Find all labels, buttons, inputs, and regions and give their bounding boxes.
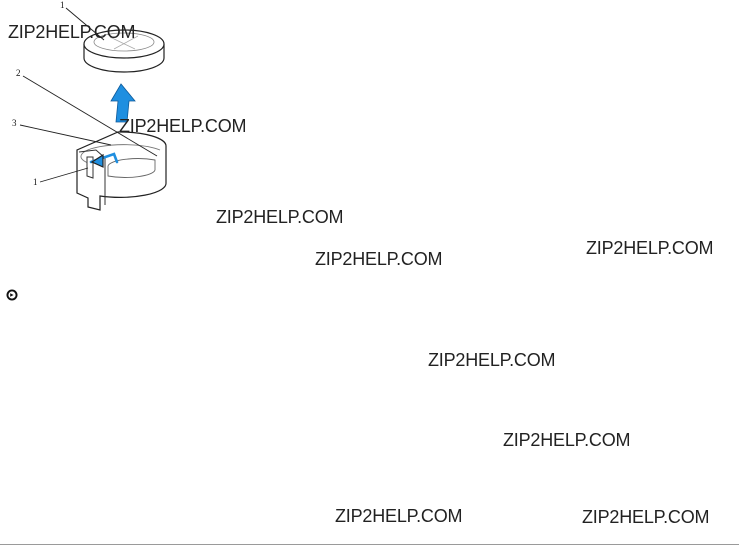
bottom-divider bbox=[0, 544, 739, 545]
notice-icon bbox=[6, 289, 18, 301]
callout-1-socket: 1 bbox=[33, 177, 38, 187]
lift-arrow bbox=[110, 83, 136, 123]
watermark: ZIP2HELP.COM bbox=[8, 22, 136, 42]
battery-socket bbox=[76, 131, 167, 211]
watermark: ZIP2HELP.COM bbox=[216, 207, 344, 227]
watermark: ZIP2HELP.COM bbox=[119, 116, 247, 136]
callout-2: 2 bbox=[16, 68, 21, 78]
callout-1-battery: 1 bbox=[60, 0, 65, 10]
leader-lines bbox=[19, 7, 158, 183]
watermark: ZIP2HELP.COM bbox=[335, 506, 463, 526]
watermark: ZIP2HELP.COM bbox=[582, 507, 710, 527]
callout-3: 3 bbox=[12, 118, 17, 128]
coin-battery bbox=[83, 29, 165, 73]
watermark: ZIP2HELP.COM bbox=[503, 430, 631, 450]
watermark: ZIP2HELP.COM bbox=[315, 249, 443, 269]
watermark: ZIP2HELP.COM bbox=[586, 238, 714, 258]
watermark: ZIP2HELP.COM bbox=[428, 350, 556, 370]
